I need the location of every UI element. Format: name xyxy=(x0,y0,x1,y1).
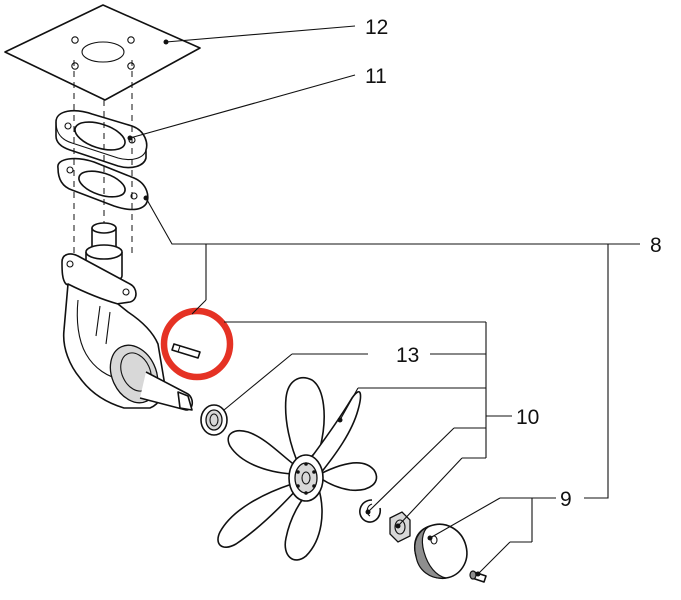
part-8-gearbox-housing xyxy=(61,222,194,411)
callout-13: 13 xyxy=(396,344,419,367)
callout-9: 9 xyxy=(560,488,572,511)
part-12-mounting-plate xyxy=(4,4,201,101)
callout-11: 11 xyxy=(365,65,387,88)
part-13-seal-ring xyxy=(200,404,228,436)
assembly-axis-lines xyxy=(73,60,133,258)
highlight-circle xyxy=(160,307,234,381)
flange-gasket-lower xyxy=(57,157,149,211)
callout-12: 12 xyxy=(365,16,388,39)
callout-8: 8 xyxy=(650,234,662,257)
cooling-fan xyxy=(217,376,378,561)
part-9-screw xyxy=(469,570,487,583)
leader-lines xyxy=(127,25,640,577)
shaft-key xyxy=(171,343,201,359)
callout-10: 10 xyxy=(516,406,539,429)
